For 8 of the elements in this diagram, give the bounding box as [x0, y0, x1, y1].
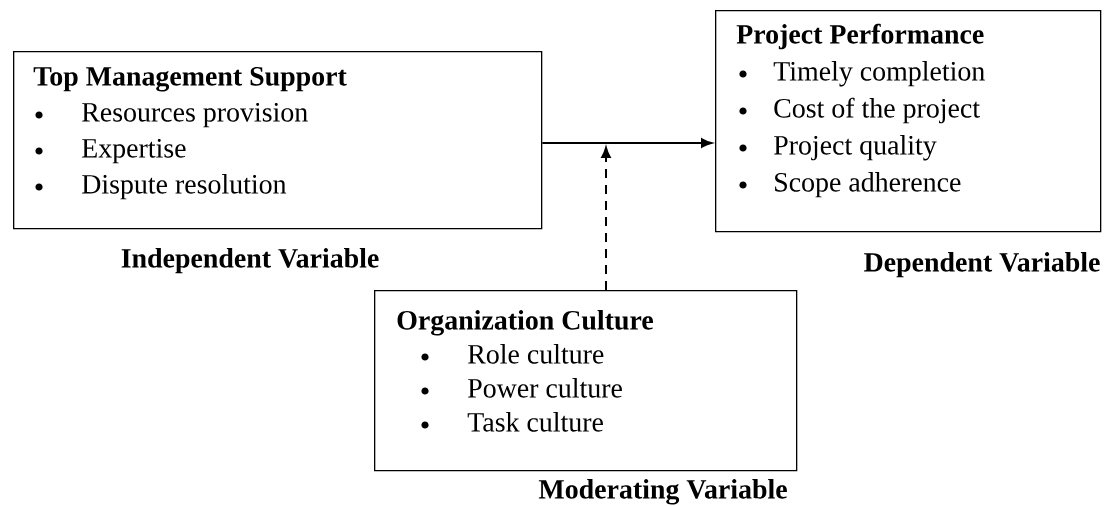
variable-label: Independent Variable [121, 248, 379, 274]
variable-label: Moderating Variable [538, 479, 787, 505]
bullet-list-box: Top Management Support Resources provision Expertise Dispute resolution [13, 51, 543, 230]
bullet-list-box: Organization Culture Role culture Power culture Task culture [374, 290, 798, 472]
arrow [601, 146, 611, 291]
arrow [541, 138, 713, 148]
variable-label: Dependent Variable [864, 252, 1100, 278]
bullet-list-box: Project Performance Timely completion Cost of the project Project quality Scope adherence [715, 10, 1102, 233]
